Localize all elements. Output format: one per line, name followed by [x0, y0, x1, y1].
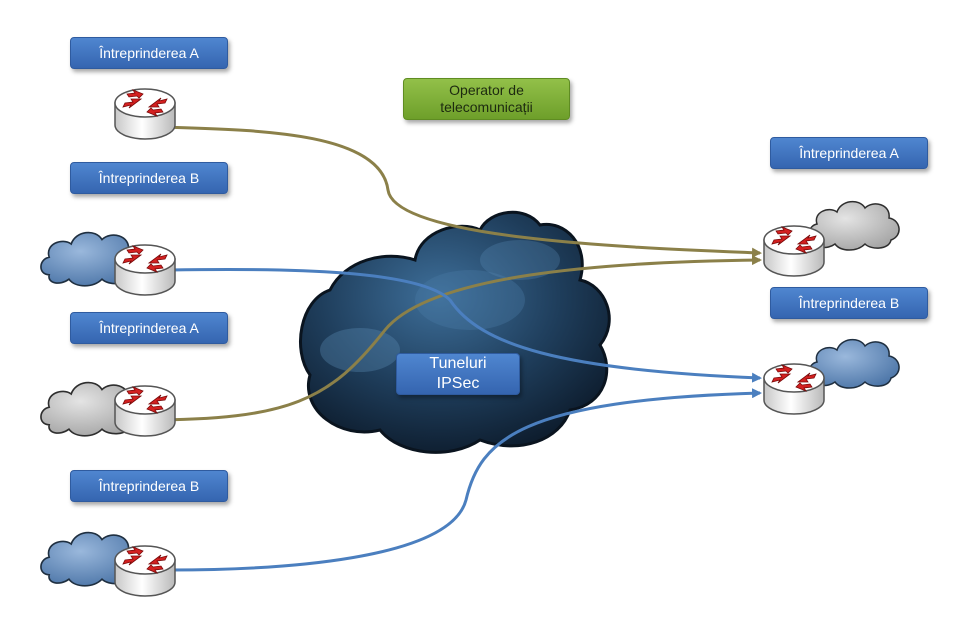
provider-cloud-icon [298, 210, 611, 454]
link-enterprise-a-bottom [144, 255, 762, 422]
router-icon [763, 225, 825, 277]
router-icon [114, 385, 176, 437]
label-right-2-text: Întreprinderea B [798, 294, 900, 311]
router-icon [763, 363, 825, 415]
operator-label-line2: telecomunicații [440, 99, 533, 115]
tunnel-label-line2: IPSec [436, 375, 480, 392]
label-right-1-text: Întreprinderea A [799, 144, 899, 161]
label-right-2: Întreprinderea B [770, 287, 928, 319]
router-icon [114, 545, 176, 597]
link-enterprise-b-bottom [169, 388, 762, 572]
router-icon [114, 244, 176, 296]
label-left-4-text: Întreprinderea B [98, 477, 200, 494]
tunnel-label-line1: Tuneluri [429, 355, 487, 372]
label-left-1: Întreprinderea A [70, 37, 228, 69]
label-left-2-text: Întreprinderea B [98, 169, 200, 186]
router-icon [114, 88, 176, 140]
tunnel-label: Tuneluri IPSec [396, 353, 520, 395]
label-right-1: Întreprinderea A [770, 137, 928, 169]
label-left-3: Întreprinderea A [70, 312, 228, 344]
operator-label-line1: Operator de [449, 82, 524, 99]
label-left-2: Întreprinderea B [70, 162, 228, 194]
label-left-3-text: Întreprinderea A [99, 319, 199, 336]
label-left-1-text: Întreprinderea A [99, 44, 199, 61]
label-left-4: Întreprinderea B [70, 470, 228, 502]
link-enterprise-b-top [169, 267, 762, 383]
operator-label: Operator de telecomunicații [403, 78, 570, 120]
link-enterprise-a-top [159, 125, 762, 258]
